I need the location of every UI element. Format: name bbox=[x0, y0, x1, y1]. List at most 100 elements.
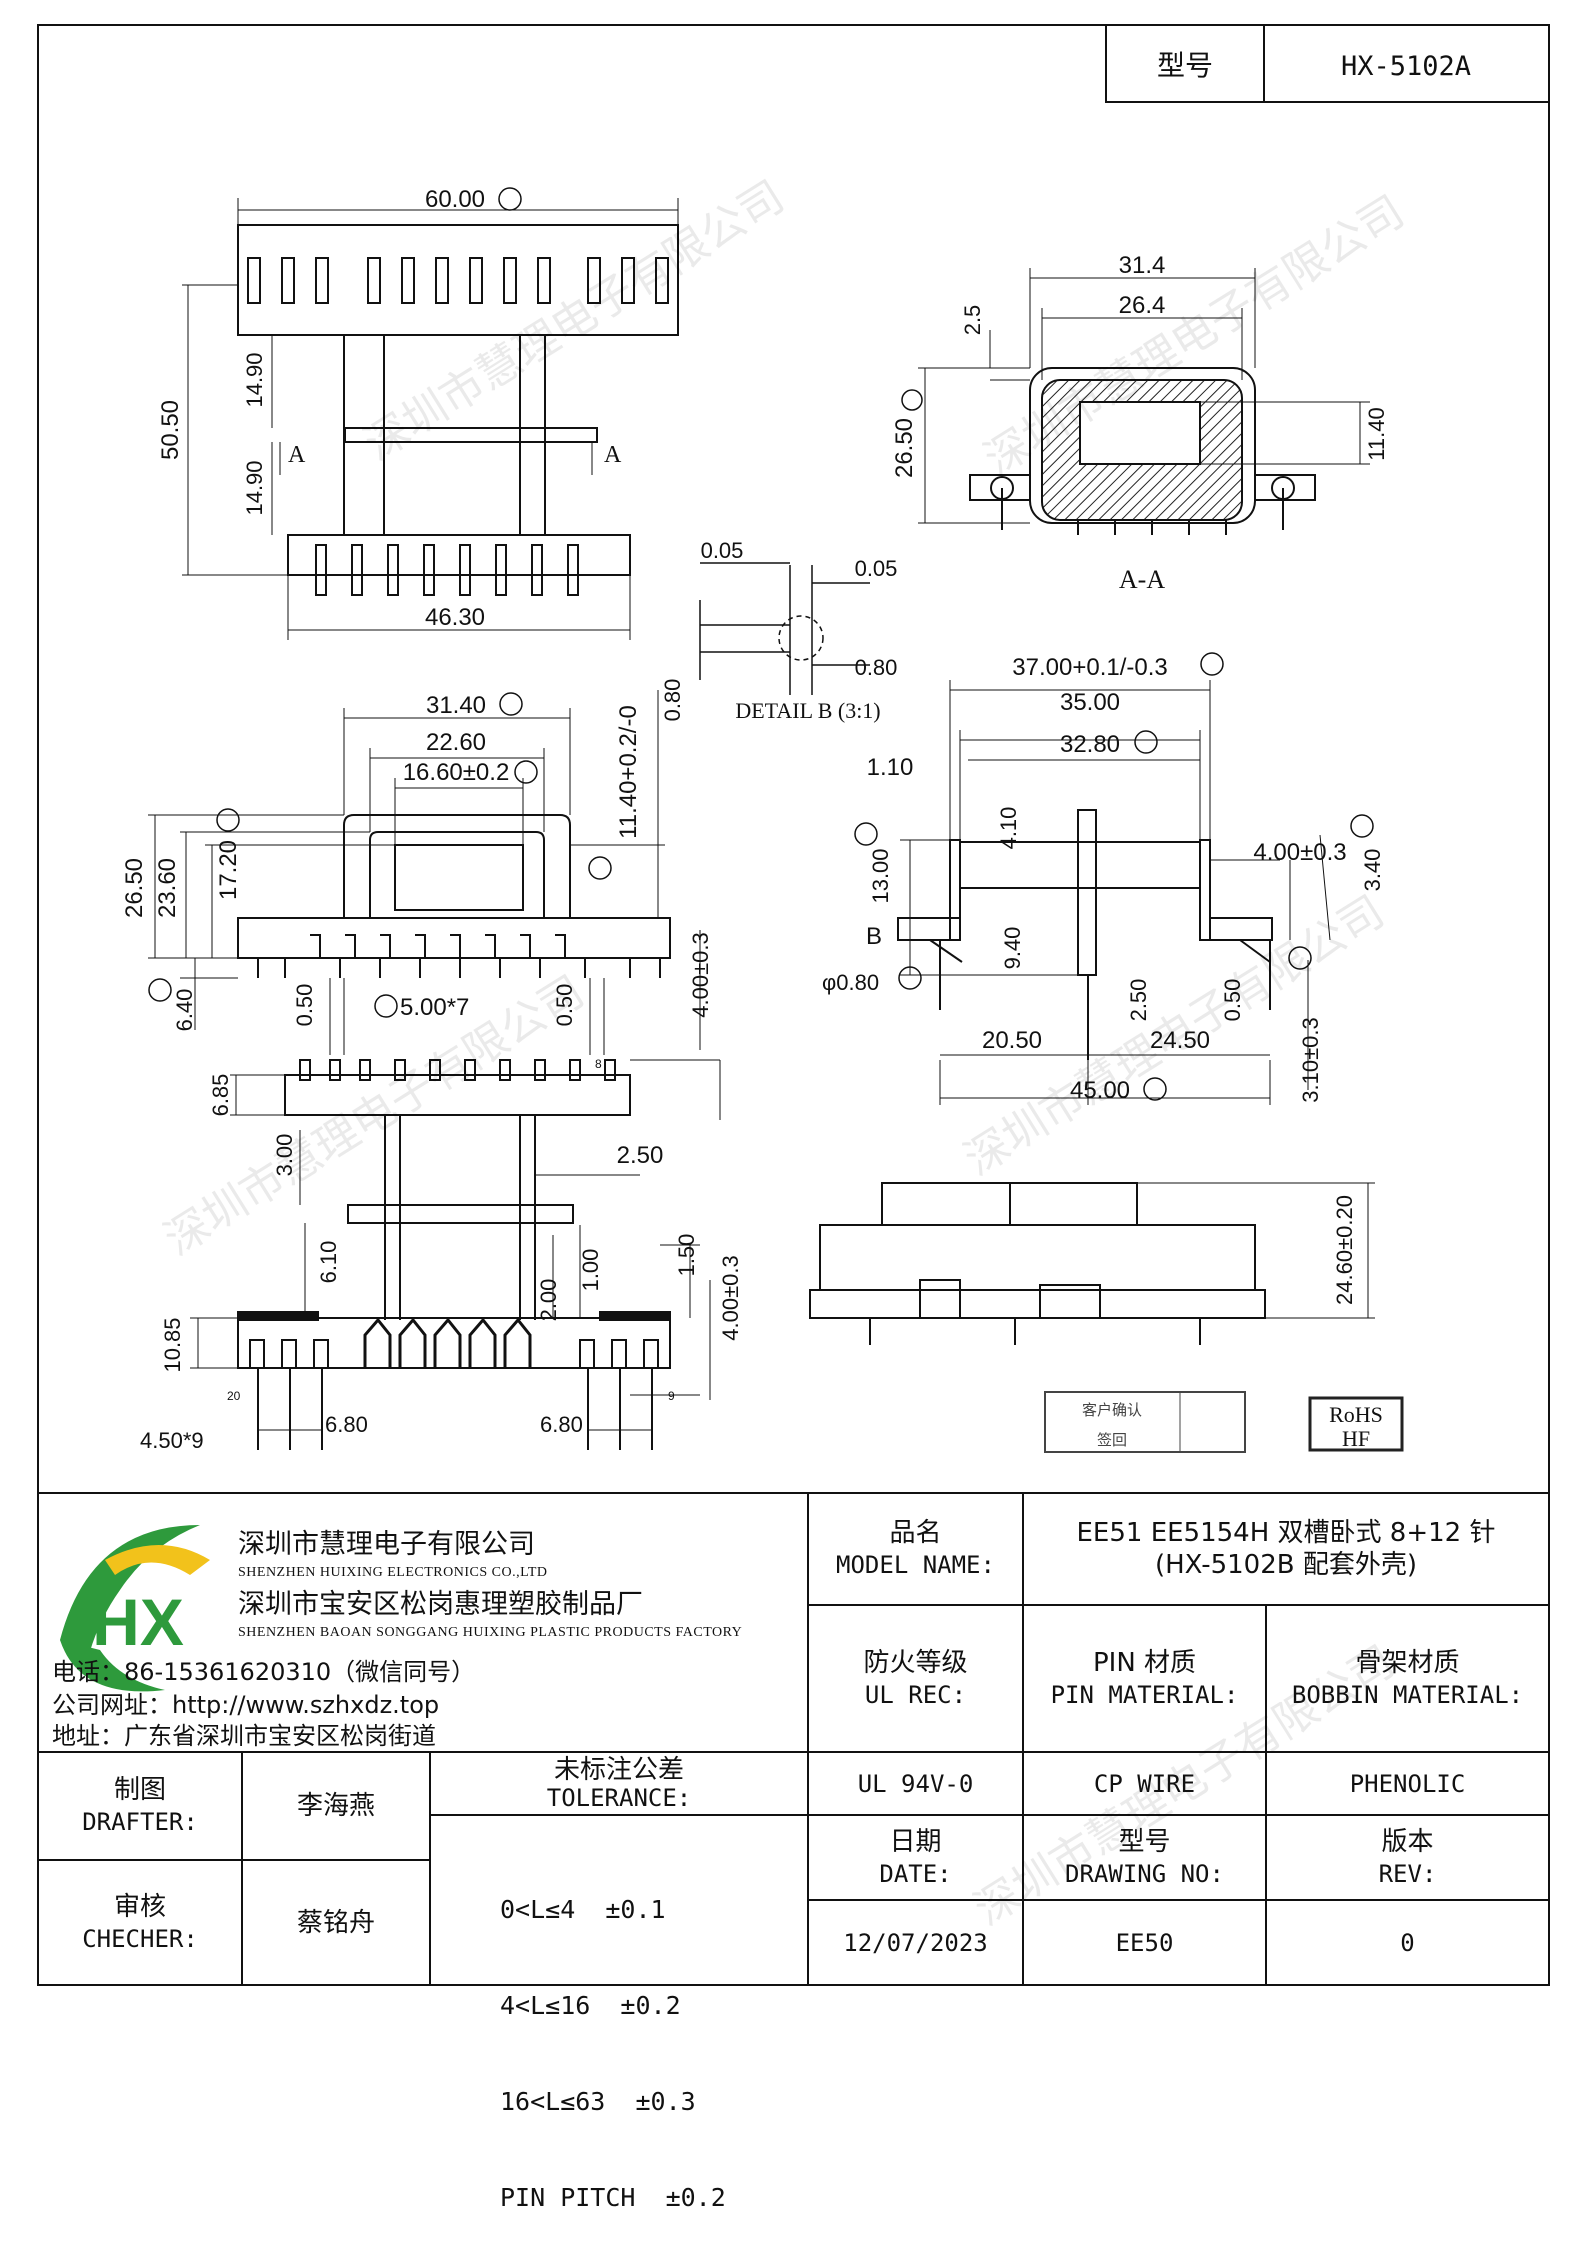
bottom-view bbox=[190, 1059, 721, 1450]
bottom-pins bbox=[315, 544, 579, 596]
drafter-label-en: DRAFTER: bbox=[82, 1808, 198, 1836]
side-h13: 13.00 bbox=[868, 848, 893, 903]
front-h1: 11.40+0.2/-0 bbox=[615, 705, 642, 839]
bottom-pin20: 20 bbox=[227, 1389, 241, 1403]
side-total: 45.00 bbox=[1070, 1077, 1130, 1104]
tolerance-line: 4<L≤16 ±0.2 bbox=[500, 1991, 681, 2020]
rohs-line2: HF bbox=[1342, 1426, 1370, 1451]
bottom-top: 6.85 bbox=[208, 1074, 233, 1117]
date-label: 日期 DATE: bbox=[808, 1815, 1023, 1900]
section-view bbox=[918, 268, 1370, 535]
factory-name-cn: 深圳市宝安区松岗惠理塑胶制品厂 bbox=[238, 1589, 643, 1620]
fire-value: UL 94V-0 bbox=[857, 1769, 974, 1798]
tolerance-line: 16<L≤63 ±0.3 bbox=[500, 2087, 696, 2116]
side-w2: 35.00 bbox=[1060, 689, 1120, 716]
company-address: 地址：广东省深圳市宝安区松岗街道 bbox=[52, 1722, 436, 1750]
tolerance-line: 0<L≤4 ±0.1 bbox=[500, 1895, 666, 1924]
front-w1: 31.40 bbox=[426, 692, 486, 719]
fire-label-cn: 防火等级 bbox=[863, 1647, 968, 1678]
top-view-pins bbox=[247, 257, 669, 304]
tolerance-lines: 0<L≤4 ±0.1 4<L≤16 ±0.2 16<L≤63 ±0.3 PIN … bbox=[500, 1830, 726, 2246]
header-model-label: 型号 bbox=[1157, 49, 1213, 82]
side-top-h: 4.10 bbox=[996, 807, 1021, 850]
bottom-h400: 4.00±0.3 bbox=[718, 1255, 743, 1340]
side-r2: 3.40 bbox=[1360, 849, 1385, 892]
bobbin-value: PHENOLIC bbox=[1349, 1769, 1466, 1798]
top-view bbox=[182, 198, 679, 640]
product-value-1: EE51 EE5154H 双槽卧式 8+12 针 bbox=[1076, 1518, 1496, 1548]
detail-view bbox=[699, 562, 870, 695]
section-label: A-A bbox=[1119, 565, 1165, 594]
date-label-en: DATE: bbox=[879, 1859, 952, 1888]
product-label-cn: 品名 bbox=[889, 1518, 942, 1548]
side-d310: 3.10±0.3 bbox=[1298, 1017, 1323, 1102]
bobbin-label-en: BOBBIN MATERIAL: bbox=[1291, 1680, 1524, 1709]
cover-view bbox=[809, 1182, 1375, 1345]
side-b1: 20.50 bbox=[982, 1027, 1042, 1054]
product-value: EE51 EE5154H 双槽卧式 8+12 针 (HX-5102B 配套外壳) bbox=[1023, 1493, 1549, 1605]
side-label-b: B bbox=[866, 923, 882, 950]
product-value-2: (HX-5102B 配套外壳) bbox=[1154, 1550, 1417, 1580]
rev-label-en: REV: bbox=[1378, 1859, 1437, 1888]
top-view-base: 46.30 bbox=[425, 604, 485, 631]
bobbin-material-label: 骨架材质 BOBBIN MATERIAL: bbox=[1266, 1605, 1549, 1752]
side-r1: 4.00±0.3 bbox=[1253, 839, 1346, 866]
checker-label-en: CHECHER: bbox=[82, 1924, 198, 1953]
bottom-h1085: 10.85 bbox=[160, 1317, 185, 1372]
rohs-line1: RoHS bbox=[1329, 1402, 1383, 1427]
bottom-s2: 6.80 bbox=[540, 1412, 583, 1437]
section-window: 11.40 bbox=[1364, 407, 1389, 460]
side-w3: 32.80 bbox=[1060, 731, 1120, 758]
side-b2: 24.50 bbox=[1150, 1027, 1210, 1054]
side-w1: 37.00+0.1/-0.3 bbox=[1012, 654, 1167, 681]
fire-label-en: UL REC: bbox=[864, 1680, 967, 1709]
rev-label: 版本 REV: bbox=[1266, 1815, 1549, 1900]
section-mark-left: A bbox=[288, 442, 306, 468]
header-model-value: HX-5102A bbox=[1341, 51, 1471, 82]
cover-height: 24.60±0.20 bbox=[1332, 1195, 1357, 1305]
side-dia: φ0.80 bbox=[822, 970, 879, 995]
side-left: 1.10 bbox=[867, 754, 914, 781]
drawing-no-label: 型号 DRAWING NO: bbox=[1023, 1815, 1266, 1900]
tolerance-label-en: TOLERANCE: bbox=[546, 1783, 692, 1812]
detail-d3: 0.80 bbox=[855, 655, 898, 680]
top-view-width: 60.00 bbox=[425, 186, 485, 213]
approval-line1: 客户确认 bbox=[1082, 1401, 1142, 1419]
pin-value: CP WIRE bbox=[1093, 1769, 1196, 1798]
top-view-seg-upper: 14.90 bbox=[242, 352, 267, 407]
front-p2: 0.50 bbox=[552, 984, 577, 1027]
front-pin-len: 6.40 bbox=[172, 989, 197, 1032]
tolerance-label-cn: 未标注公差 bbox=[553, 1754, 684, 1785]
checker-value: 蔡铭舟 bbox=[296, 1907, 375, 1938]
approval-line2: 签回 bbox=[1097, 1431, 1127, 1449]
front-h2: 23.60 bbox=[154, 858, 181, 918]
section-inner: 26.4 bbox=[1119, 292, 1166, 319]
bottom-pitch: 4.50*9 bbox=[140, 1428, 204, 1453]
product-label-en: MODEL NAME: bbox=[836, 1551, 995, 1579]
pin-material-label: PIN 材质 PIN MATERIAL: bbox=[1023, 1605, 1266, 1752]
detail-d2: 0.05 bbox=[855, 556, 898, 581]
title-block-grid bbox=[38, 1492, 1549, 1985]
top-view-seg-lower: 14.90 bbox=[242, 460, 267, 515]
top-view-height: 50.50 bbox=[157, 400, 184, 460]
bottom-pin8: 8 bbox=[595, 1057, 602, 1071]
rev-label-cn: 版本 bbox=[1381, 1826, 1434, 1857]
bottom-pin9: 9 bbox=[668, 1389, 675, 1403]
front-pin-depth: 4.00±0.3 bbox=[688, 932, 713, 1017]
front-w3: 16.60±0.2 bbox=[403, 759, 510, 786]
rohs-stamp: RoHS HF bbox=[1308, 1396, 1404, 1452]
company-name-en: SHENZHEN HUIXING ELECTRONICS CO.,LTD bbox=[238, 1565, 548, 1580]
section-outer: 31.4 bbox=[1119, 252, 1166, 279]
company-website: 公司网址：http://www.szhxdz.top bbox=[52, 1691, 440, 1719]
front-view bbox=[148, 690, 701, 1055]
company-logo: HX bbox=[60, 1525, 210, 1692]
bottom-s1: 6.80 bbox=[325, 1412, 368, 1437]
front-w2: 22.60 bbox=[426, 729, 486, 756]
bottom-h300: 3.00 bbox=[272, 1134, 297, 1177]
approval-stamp: 客户确认 签回 bbox=[1044, 1391, 1246, 1453]
front-h3: 17.20 bbox=[215, 840, 242, 900]
bottom-h250: 2.50 bbox=[617, 1142, 664, 1169]
drafter-value: 李海燕 bbox=[296, 1791, 375, 1821]
bottom-h610: 6.10 bbox=[316, 1241, 341, 1284]
front-pitch: 5.00*7 bbox=[400, 994, 469, 1021]
